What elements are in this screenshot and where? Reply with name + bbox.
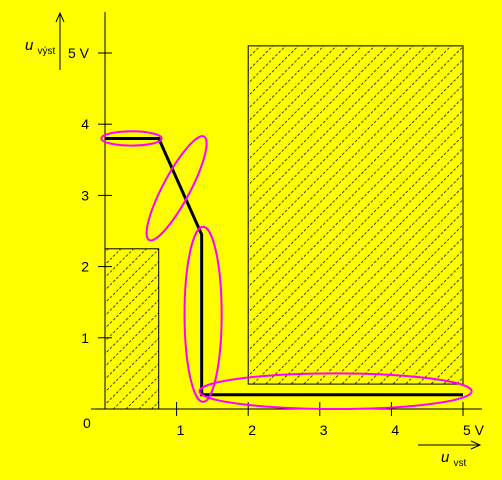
highlight-ellipse-3 (183, 225, 223, 403)
y-tick-label-2: 2 (81, 259, 89, 275)
y-axis-label-main: u (25, 37, 34, 54)
forbidden-region-1 (104, 248, 160, 410)
y-tick-label-4: 4 (81, 116, 89, 132)
forbidden-region-2 (247, 45, 464, 385)
x-axis-arrow (418, 440, 482, 450)
y-axis-label: u výst (25, 37, 56, 57)
x-tick-label-3: 3 (320, 422, 328, 438)
x-tick-label-5: 5 V (463, 422, 485, 438)
highlight-ellipse-4 (198, 372, 473, 411)
transfer-curve (105, 136, 463, 397)
y-tick-label-1: 1 (81, 330, 89, 346)
x-axis-label: u vst (441, 449, 467, 469)
y-tick-label-5: 5 V (68, 45, 90, 61)
y-axis-arrow (55, 11, 65, 70)
x-axis-label-sub: vst (454, 458, 467, 469)
x-tick-label-2: 2 (248, 422, 256, 438)
highlight-ellipse-2 (145, 135, 208, 242)
x-axis-label-main: u (441, 449, 450, 466)
y-axis-label-sub: výst (38, 46, 56, 57)
y-tick-label-3: 3 (81, 187, 89, 203)
x-tick-label-1: 1 (177, 422, 185, 438)
origin-label: 0 (83, 415, 91, 431)
x-tick-label-4: 4 (391, 422, 399, 438)
highlight-ellipse-1 (100, 130, 163, 147)
